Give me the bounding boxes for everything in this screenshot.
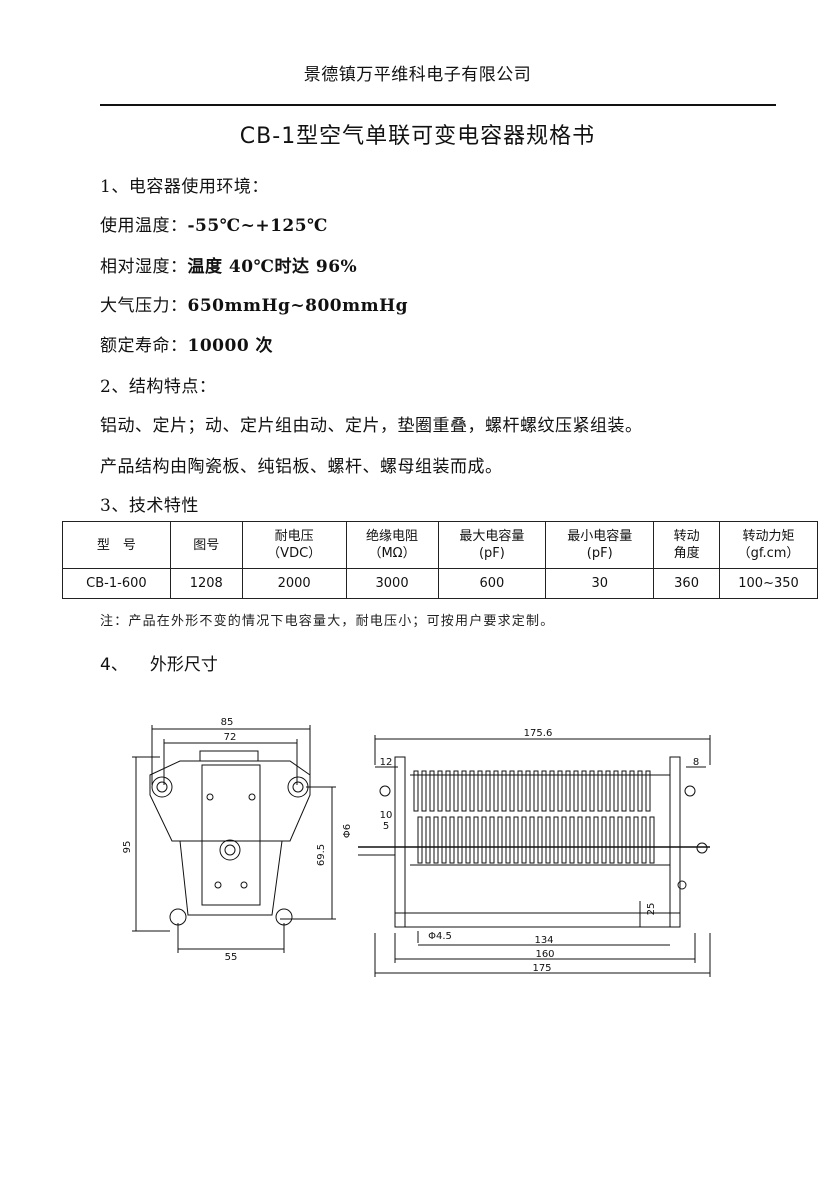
section2-heading: 2、结构特点：: [100, 377, 217, 397]
env-row-lifetime: 额定寿命：10000 次: [100, 331, 273, 356]
cell-angle: 360: [653, 568, 721, 599]
section3-heading: 3、技术特性: [100, 496, 199, 516]
env-value: -55℃~+125℃: [187, 216, 328, 236]
dim-5: 5: [383, 821, 389, 832]
env-row-pressure: 大气压力：650mmHg~800mmHg: [100, 291, 408, 316]
cell-max-cap: 600: [437, 568, 547, 599]
dim-55: 55: [225, 952, 238, 963]
header-cell: 图号: [169, 521, 243, 569]
dimension-drawing: 85 72 95 69.5 55 175.6 12 8 10 5 Φ6: [122, 717, 711, 977]
cell-min-cap: 30: [545, 568, 655, 599]
cell-drawing-no: 1208: [169, 568, 243, 599]
dim-175-6: 175.6: [524, 728, 553, 739]
front-view: 85 72 95 69.5 55: [122, 717, 336, 963]
table-header-row: 型 号 图号 耐电压（VDC） 绝缘电阻（MΩ） 最大电容量(pF) 最小电容量…: [62, 521, 818, 569]
dim-phi4-5: Φ4.5: [428, 931, 452, 942]
header-cell: 最大电容量(pF): [437, 521, 547, 569]
env-label: 额定寿命：: [100, 336, 188, 356]
dim-25: 25: [646, 903, 657, 916]
dim-8: 8: [693, 757, 699, 768]
plate-stack: [413, 770, 655, 864]
structure-line-2: 产品结构由陶瓷板、纯铝板、螺杆、螺母组装而成。: [100, 457, 503, 477]
header-cell: 转动力矩（gf.cm）: [719, 521, 818, 569]
document-title: CB-1型空气单联可变电容器规格书: [239, 124, 596, 149]
side-view: 175.6 12 8 10 5 Φ6: [342, 728, 711, 977]
header-cell: 最小电容量(pF): [545, 521, 655, 569]
dim-phi6: Φ6: [342, 824, 353, 838]
structure-line-1: 铝动、定片；动、定片组由动、定片，垫圈重叠，螺杆螺纹压紧组装。: [100, 416, 643, 436]
spec-table: 型 号 图号 耐电压（VDC） 绝缘电阻（MΩ） 最大电容量(pF) 最小电容量…: [62, 521, 818, 599]
header-divider: [100, 104, 776, 106]
table-note: 注：产品在外形不变的情况下电容量大，耐电压小；可按用户要求定制。: [100, 614, 555, 629]
cell-torque: 100~350: [719, 568, 818, 599]
env-label: 使用温度：: [100, 216, 188, 236]
env-row-humidity: 相对湿度：温度 40℃时达 96%: [100, 252, 357, 277]
header-cell: 绝缘电阻（MΩ）: [345, 521, 439, 569]
dim-85: 85: [221, 717, 234, 728]
dim-134: 134: [534, 935, 553, 946]
dim-12: 12: [380, 757, 393, 768]
dim-69-5: 69.5: [316, 844, 327, 866]
cell-model: CB-1-600: [62, 568, 171, 599]
env-value: 650mmHg~800mmHg: [187, 296, 409, 316]
dim-175: 175: [532, 963, 551, 974]
dim-72: 72: [224, 732, 237, 743]
section4-heading: 4、外形尺寸: [100, 655, 218, 675]
cell-voltage: 2000: [241, 568, 347, 599]
env-label: 相对湿度：: [100, 257, 188, 277]
dim-95: 95: [122, 841, 133, 854]
cell-insulation: 3000: [345, 568, 439, 599]
header-cell: 耐电压（VDC）: [241, 521, 347, 569]
env-label: 大气压力：: [100, 296, 188, 316]
dim-10: 10: [380, 810, 393, 821]
header-cell: 型 号: [62, 521, 171, 569]
env-value: 10000 次: [187, 336, 274, 356]
table-row: CB-1-600 1208 2000 3000 600 30 360 100~3…: [62, 568, 818, 599]
env-value: 温度 40℃时达 96%: [187, 257, 358, 277]
env-row-temperature: 使用温度：-55℃~+125℃: [100, 211, 328, 236]
section1-heading: 1、电容器使用环境：: [100, 177, 269, 197]
company-name: 景德镇万平维科电子有限公司: [303, 65, 532, 85]
header-cell: 转动角度: [653, 521, 721, 569]
dim-160: 160: [535, 949, 554, 960]
